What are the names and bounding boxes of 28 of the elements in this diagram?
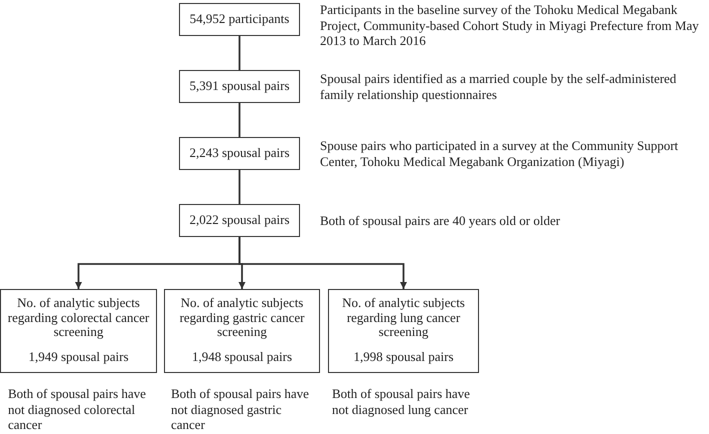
arrow — [238, 237, 407, 289]
box-heading: No. of analytic subjects regarding lung cancer screening — [341, 296, 466, 340]
note-text: Participants in the baseline survey of the Tohoku Medical Megabank Project, Community-based Cohort Study in Miyagi Prefecture from May 2013 to March 2016 — [320, 2, 700, 48]
box-text: 2,243 spousal pairs — [189, 146, 290, 161]
note-text: Both of spousal pairs have not diagnosed gastric cancer — [171, 386, 310, 432]
note-text: Both of spousal pairs have not diagnosed lung cancer — [332, 386, 471, 417]
box-text: 1,949 spousal pairs — [28, 350, 129, 364]
box-text: 5,391 spousal pairs — [189, 79, 290, 94]
connector-line — [238, 170, 240, 204]
note-text: Both of spousal pairs have not diagnosed colorectal cancer — [8, 386, 147, 432]
box-text: 2,022 spousal pairs — [189, 213, 290, 228]
connector-line — [238, 103, 240, 137]
process-box — [179, 70, 300, 103]
note-text: Spouse pairs who participated in a survey at the Community Support Center, Tohoku Medical Megabank Organization (Miyagi) — [320, 138, 680, 169]
box-heading: No. of analytic subjects regarding colorectal cancer screening — [6, 296, 150, 340]
box-text: 1,998 spousal pairs — [353, 350, 454, 364]
process-box — [328, 289, 479, 373]
note-text: Spousal pairs identified as a married couple by the self-administered family relationship questionnaires — [320, 71, 678, 102]
process-box — [164, 289, 320, 373]
process-box — [0, 289, 157, 373]
note-text: Both of spousal pairs are 40 years old or older — [320, 213, 562, 228]
connector-line — [238, 36, 240, 70]
process-box — [179, 137, 300, 170]
box-text: 54,952 participants — [190, 12, 290, 27]
process-box — [179, 204, 300, 237]
box-text: 1,948 spousal pairs — [192, 350, 292, 364]
box-heading: No. of analytic subjects regarding gastric cancer screening — [178, 296, 306, 340]
process-box — [179, 3, 300, 36]
